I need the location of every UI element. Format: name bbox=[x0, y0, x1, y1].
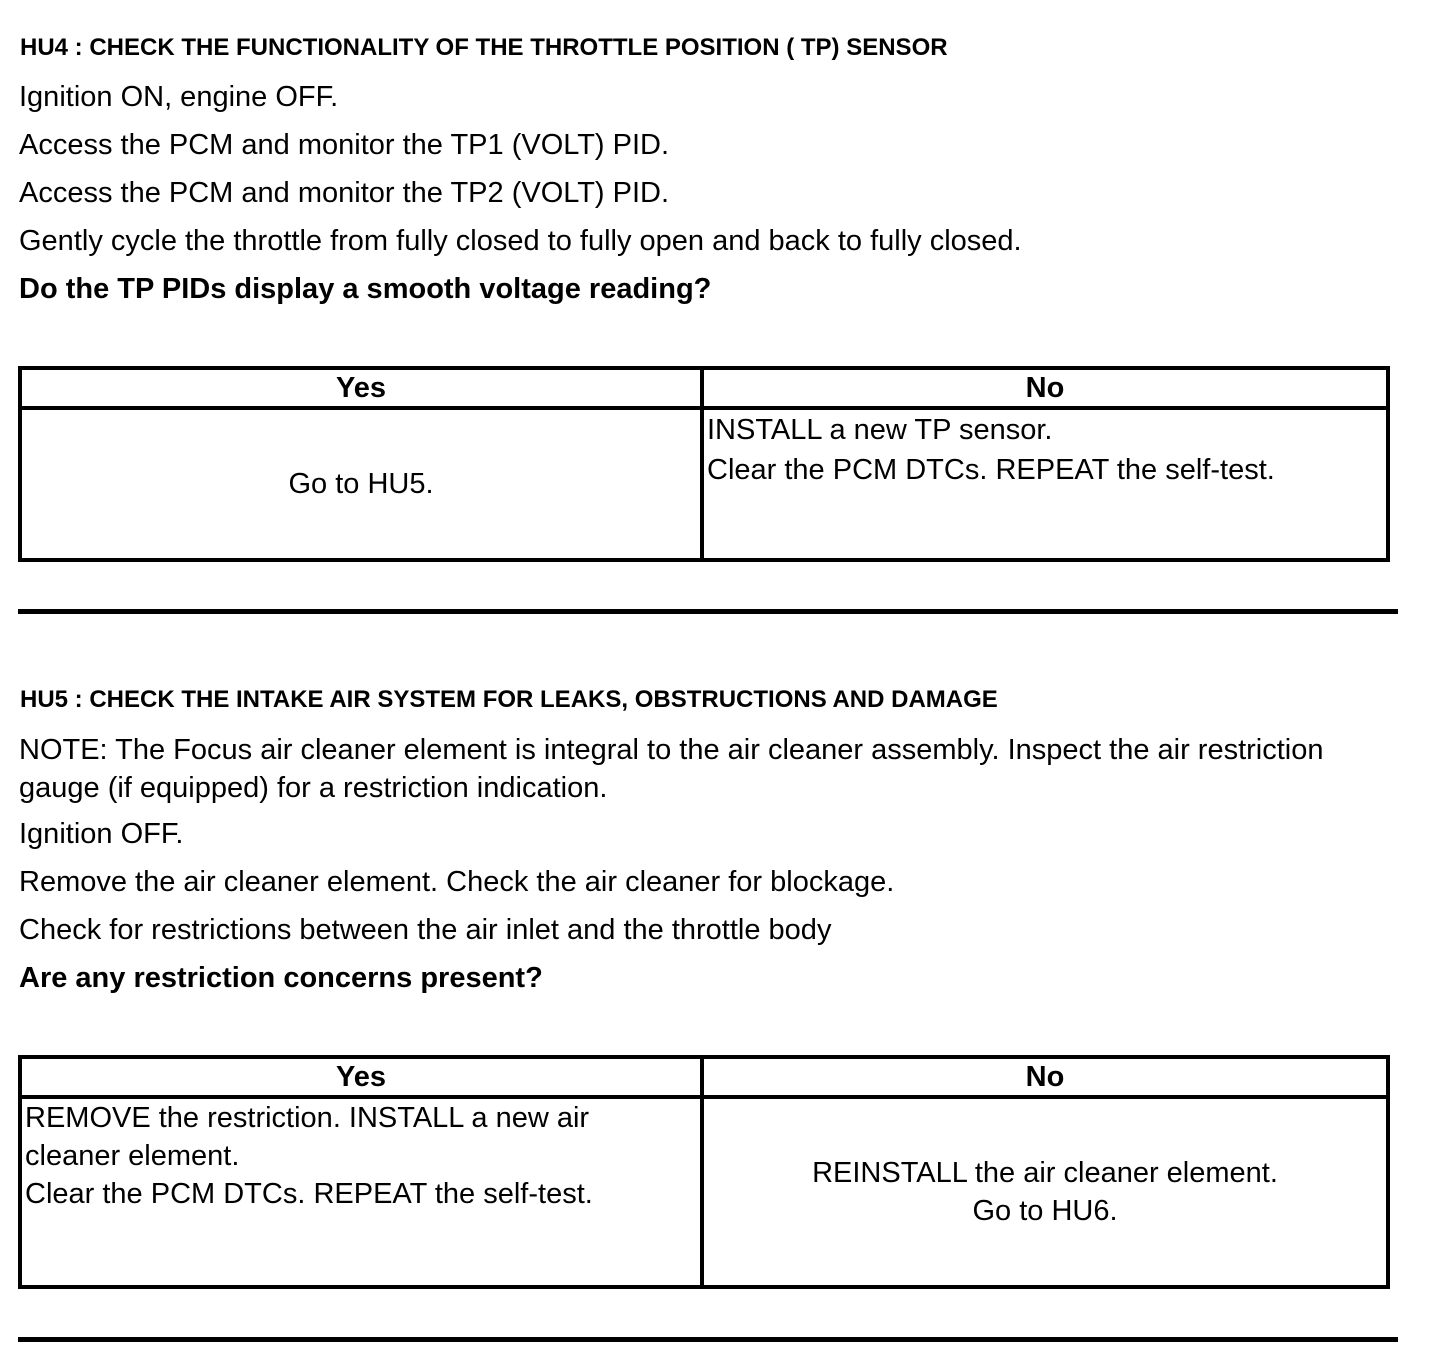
hu5-title: HU5 : CHECK THE INTAKE AIR SYSTEM FOR LE… bbox=[20, 686, 998, 713]
hu5-step-1: Ignition OFF. bbox=[19, 818, 184, 850]
hu5-result-table: Yes No REMOVE the restriction. INSTALL a… bbox=[18, 1055, 1390, 1289]
hu4-no-header: No bbox=[700, 366, 1390, 410]
hu4-question: Do the TP PIDs display a smooth voltage … bbox=[19, 273, 712, 305]
hu5-step-2: Remove the air cleaner element. Check th… bbox=[19, 866, 895, 898]
hu4-result-table: Yes No Go to HU5. INSTALL a new TP senso… bbox=[18, 366, 1390, 562]
hu5-yes-cell: REMOVE the restriction. INSTALL a new ai… bbox=[18, 1095, 704, 1289]
hu5-yes-line-1: REMOVE the restriction. INSTALL a new ai… bbox=[25, 1102, 590, 1134]
hu5-yes-header: Yes bbox=[18, 1055, 704, 1099]
hu4-yes-header: Yes bbox=[18, 366, 704, 410]
hu4-yes-cell: Go to HU5. bbox=[18, 406, 704, 562]
hu4-no-cell: INSTALL a new TP sensor. Clear the PCM D… bbox=[700, 406, 1390, 562]
hu5-question: Are any restriction concerns present? bbox=[19, 962, 543, 994]
hu4-step-4: Gently cycle the throttle from fully clo… bbox=[19, 225, 1022, 257]
hu5-note: NOTE: The Focus air cleaner element is i… bbox=[19, 734, 1324, 804]
hu5-no-header: No bbox=[700, 1055, 1390, 1099]
hu4-yes-line-1: Go to HU5. bbox=[288, 468, 434, 500]
hu5-yes-line-3: Clear the PCM DTCs. REPEAT the self-test… bbox=[25, 1178, 593, 1210]
hu4-step-1: Ignition ON, engine OFF. bbox=[19, 81, 339, 113]
hu4-step-3: Access the PCM and monitor the TP2 (VOLT… bbox=[19, 177, 670, 209]
hu4-no-line-1: INSTALL a new TP sensor. bbox=[707, 414, 1053, 446]
hu4-title: HU4 : CHECK THE FUNCTIONALITY OF THE THR… bbox=[20, 34, 948, 61]
hu4-no-line-2: Clear the PCM DTCs. REPEAT the self-test… bbox=[707, 454, 1275, 486]
hu5-no-cell: REINSTALL the air cleaner element. Go to… bbox=[700, 1095, 1390, 1289]
hu5-no-line-2: Go to HU6. bbox=[972, 1195, 1118, 1227]
hu5-yes-line-2: cleaner element. bbox=[25, 1140, 240, 1172]
section-divider-2 bbox=[18, 1337, 1398, 1342]
hu5-no-line-1: REINSTALL the air cleaner element. bbox=[812, 1157, 1278, 1189]
hu4-step-2: Access the PCM and monitor the TP1 (VOLT… bbox=[19, 129, 670, 161]
section-divider-1 bbox=[18, 609, 1398, 614]
hu5-step-3: Check for restrictions between the air i… bbox=[19, 914, 832, 946]
